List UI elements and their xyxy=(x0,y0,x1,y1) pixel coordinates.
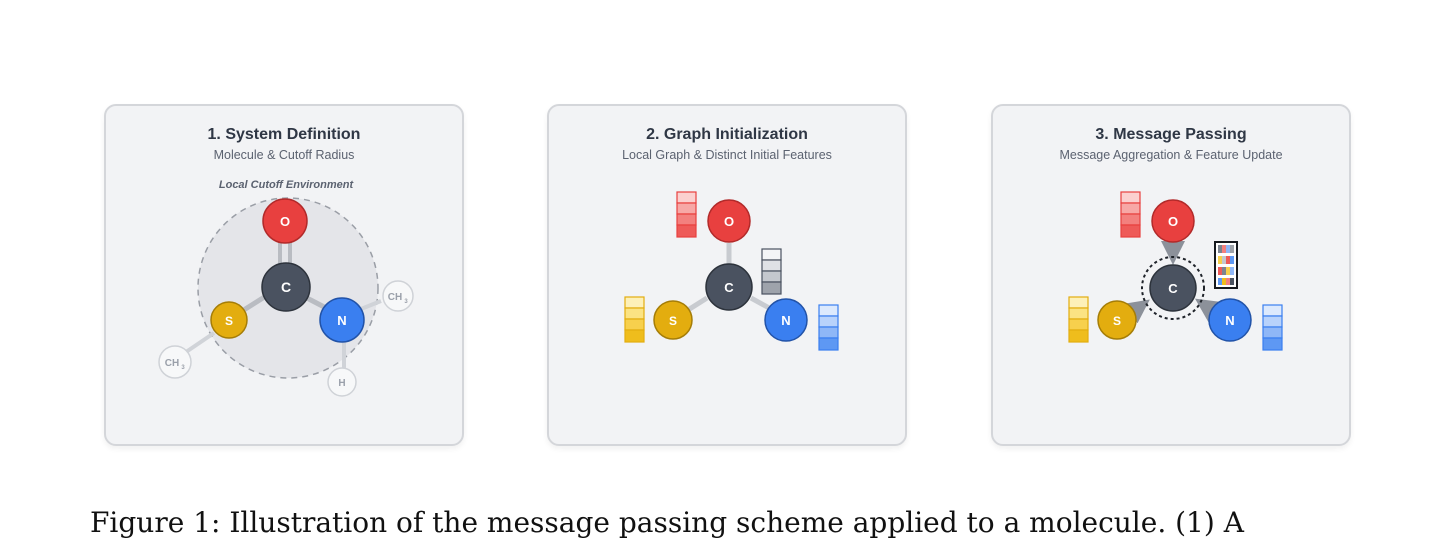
feature-vector-oxygen xyxy=(676,191,697,238)
panel-message-passing: 3. Message Passing Message Aggregation &… xyxy=(991,104,1351,446)
edge-c-n xyxy=(749,295,773,312)
node-nitrogen-label: N xyxy=(781,313,790,328)
ghost-ch3-subscript: 3 xyxy=(404,299,408,305)
atom-nitrogen-label: N xyxy=(337,313,346,328)
feature-vector-nitrogen xyxy=(1262,304,1283,351)
node-carbon-label: C xyxy=(724,280,734,295)
bond-s-ch3 xyxy=(184,331,216,354)
atom-oxygen-label: O xyxy=(280,214,290,229)
ghost-ch3-label: CH xyxy=(165,358,179,369)
node-carbon-label: C xyxy=(1168,281,1178,296)
node-sulfur xyxy=(653,300,693,340)
node-sulfur-label: S xyxy=(669,314,677,328)
edge-c-s xyxy=(686,295,709,313)
panel-subtitle: Molecule & Cutoff Radius xyxy=(213,148,355,162)
atom-nitrogen xyxy=(319,297,365,343)
feature-vector-sulfur xyxy=(624,296,645,343)
feature-vector-sulfur xyxy=(1068,296,1089,343)
node-oxygen xyxy=(707,199,751,243)
node-nitrogen-label: N xyxy=(1225,313,1234,328)
node-sulfur-label: S xyxy=(1113,314,1121,328)
node-carbon xyxy=(1149,264,1197,312)
panel-system-definition: 1. System Definition Molecule & Cutoff R… xyxy=(104,104,464,446)
message-arrow-n-to-c xyxy=(1195,298,1222,322)
ghost-ch3-subscript: 3 xyxy=(181,365,185,371)
bond-n-ch3 xyxy=(360,299,382,311)
atom-sulfur-label: S xyxy=(225,314,233,328)
ghost-ch3-label: CH xyxy=(388,292,402,303)
node-oxygen-label: O xyxy=(724,214,734,229)
atom-carbon xyxy=(261,262,311,312)
figure-caption: Figure 1: Illustration of the message pa… xyxy=(90,506,1244,539)
feature-vector-carbon xyxy=(761,248,782,295)
atom-carbon-label: C xyxy=(281,279,291,295)
atom-sulfur xyxy=(210,301,248,339)
panel-title: 1. System Definition xyxy=(207,126,361,143)
graph-diagram-2: O C S N xyxy=(624,191,839,351)
node-sulfur xyxy=(1097,300,1137,340)
feature-vector-nitrogen xyxy=(818,304,839,351)
node-nitrogen xyxy=(764,298,808,342)
feature-vector-oxygen xyxy=(1120,191,1141,238)
message-arrow-s-to-c xyxy=(1123,299,1150,324)
node-carbon xyxy=(705,263,753,311)
ghost-h-atom xyxy=(327,367,357,397)
ghost-ch3-atom xyxy=(158,345,192,379)
molecule-diagram-1: Local Cutoff Environment CH 3 CH 3 H O C… xyxy=(158,179,414,397)
ghost-h-label: H xyxy=(338,378,345,389)
atom-oxygen xyxy=(262,198,308,244)
panel-subtitle: Message Aggregation & Feature Update xyxy=(1059,148,1283,162)
node-oxygen-label: O xyxy=(1168,214,1178,229)
panel-title: 2. Graph Initialization xyxy=(646,126,808,143)
node-oxygen xyxy=(1151,199,1195,243)
ghost-ch3-atom xyxy=(382,280,414,312)
message-passing-diagram-3: O C S N xyxy=(1068,191,1283,351)
node-nitrogen xyxy=(1208,298,1252,342)
feature-vector-carbon-updated xyxy=(1214,241,1238,289)
aggregation-ring xyxy=(1141,256,1205,320)
cutoff-environment-label: Local Cutoff Environment xyxy=(219,179,355,191)
panel-graph-initialization: 2. Graph Initialization Local Graph & Di… xyxy=(547,104,907,446)
panel-subtitle: Local Graph & Distinct Initial Features xyxy=(622,148,832,162)
panel-title: 3. Message Passing xyxy=(1095,126,1247,143)
